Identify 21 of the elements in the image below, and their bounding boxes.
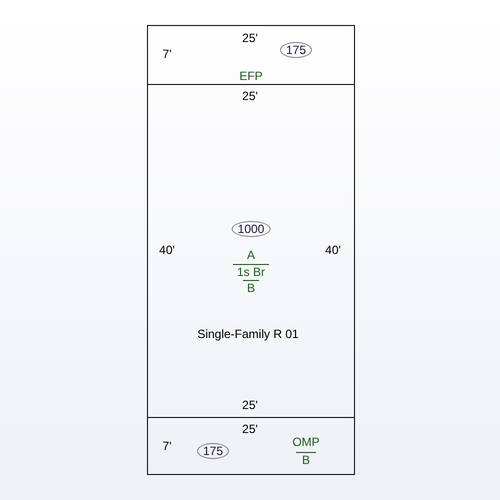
area-code: B [302,454,310,466]
dimension-label: 25' [242,399,258,411]
area-value: 175 [196,443,230,459]
dimension-label: 7' [162,440,172,452]
area-code: EFP [239,70,263,82]
dimension-label: 40' [159,244,175,256]
dimension-label: 25' [242,423,258,435]
room-outline [147,25,355,85]
area-code: OMP [292,436,320,448]
area-code: 1s Br [237,266,265,278]
area-code: A [247,249,255,261]
room-outline [147,417,355,475]
dimension-label: 7' [162,48,172,60]
area-value: 175 [280,42,312,58]
room-outline [147,84,355,418]
dimension-label: 40' [325,244,341,256]
area-code: B [247,282,255,294]
dimension-label: 25' [242,32,258,44]
dimension-label: 25' [242,90,258,102]
area-value: 1000 [232,221,270,237]
area-name: Single-Family R 01 [197,328,299,340]
